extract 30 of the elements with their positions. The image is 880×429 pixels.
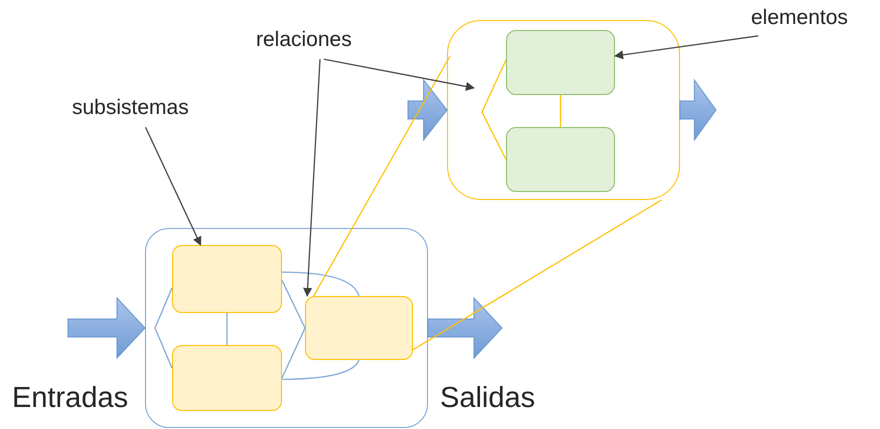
element-box (506, 30, 615, 95)
connector-line (313, 56, 451, 296)
subsystem-box (172, 344, 282, 411)
connector-line (226, 313, 228, 345)
connector-line (281, 328, 306, 378)
connector-line (412, 199, 662, 350)
system-box (145, 228, 428, 428)
io-label: Entradas (12, 382, 128, 415)
block-arrow (680, 78, 717, 142)
block-arrow (68, 296, 146, 360)
block-arrow (428, 296, 503, 360)
element-box (506, 126, 615, 192)
subsystem-box (304, 296, 413, 360)
leader-arrow (303, 59, 321, 297)
annotation-label: elementos (751, 6, 848, 30)
leader-arrow (144, 126, 202, 246)
connector-line (481, 60, 507, 160)
connector-line (282, 272, 360, 296)
annotation-label: subsistemas (72, 96, 189, 120)
zoom-box (447, 20, 680, 200)
connector-line (281, 280, 306, 328)
annotation-label: relaciones (256, 28, 352, 52)
connector-line (560, 95, 562, 127)
leader-arrow (614, 35, 758, 60)
block-arrow (408, 78, 448, 142)
connector-line (154, 288, 173, 368)
subsystem-box (172, 244, 282, 313)
leader-arrow (324, 58, 475, 91)
connector-line (282, 360, 360, 380)
io-label: Salidas (440, 382, 536, 415)
